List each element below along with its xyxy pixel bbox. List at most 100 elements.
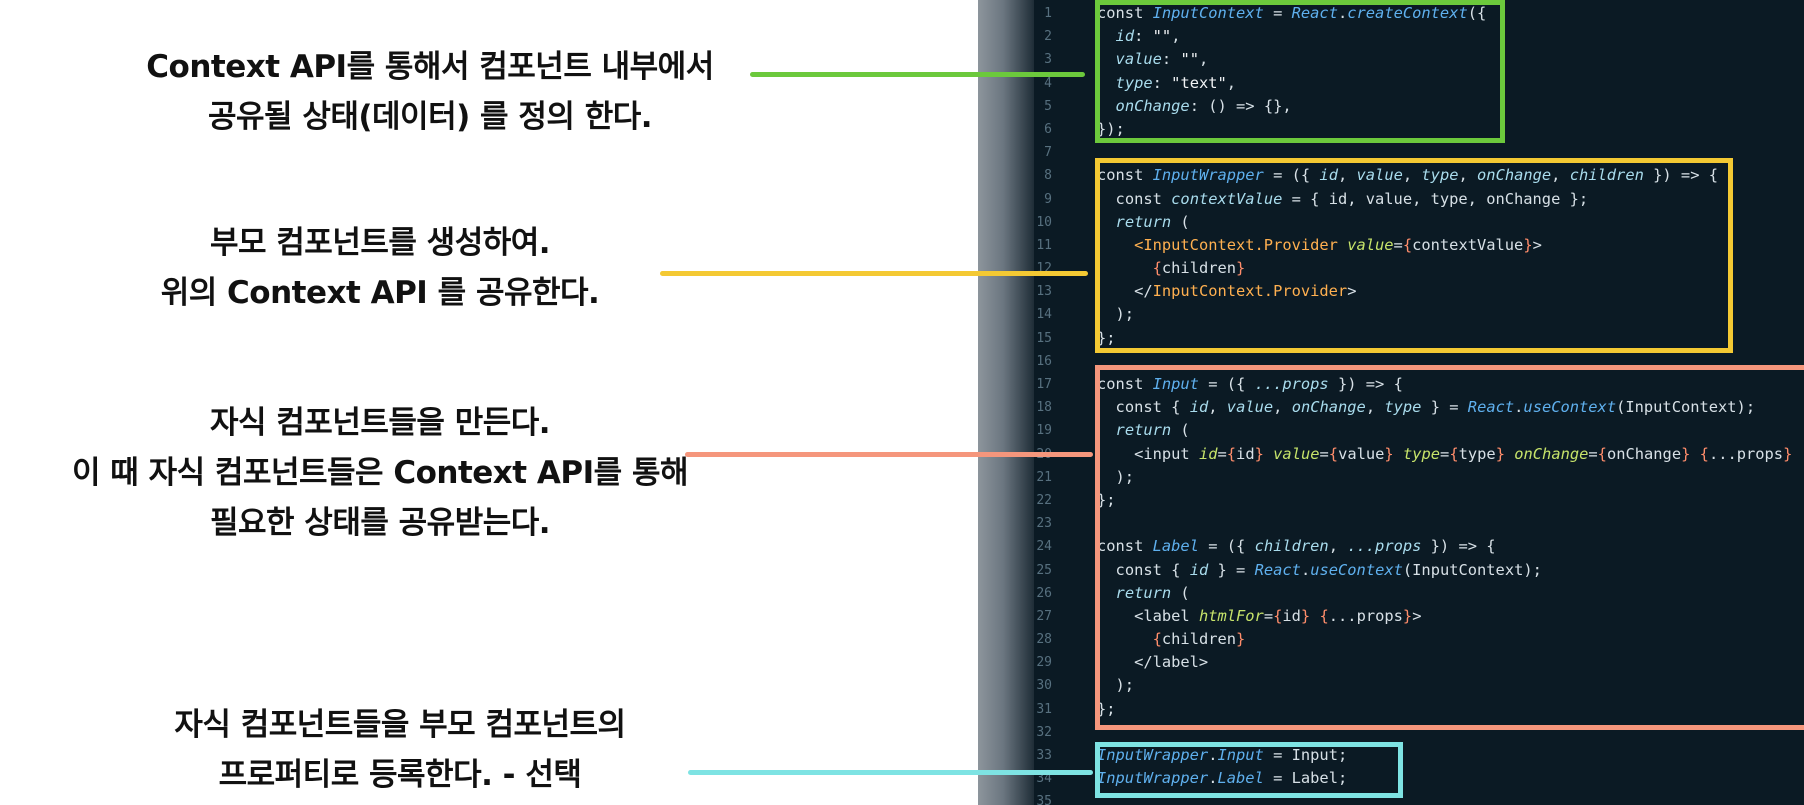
code-token: onChange	[1514, 444, 1589, 463]
code-line: 23	[978, 512, 1804, 535]
code-token: >	[1347, 282, 1357, 301]
annotation-wrapper: 부모 컴포넌트를 생성하여. 위의 Context API 를 공유한다.	[120, 218, 640, 318]
code-token: }	[1495, 444, 1505, 463]
code-token: } =	[1421, 398, 1468, 417]
annotation-line: 자식 컴포넌트들을 만든다.	[209, 405, 551, 441]
line-number: 14	[1036, 307, 1052, 323]
code-token: {	[1171, 398, 1190, 417]
code-token: =	[1263, 4, 1292, 22]
code-token: id	[1198, 444, 1218, 463]
code-token: type	[1402, 444, 1441, 463]
line-number: 33	[1036, 748, 1052, 763]
code-token: {	[1152, 630, 1162, 649]
code-token: const	[1097, 166, 1153, 185]
code-text: return (	[1097, 419, 1190, 442]
code-text: const { id } = React.useContext(InputCon…	[1097, 559, 1542, 582]
code-line: 10 return (	[978, 211, 1804, 234]
code-token: (	[1171, 212, 1190, 231]
code-line: 32	[978, 721, 1804, 744]
code-line: 35	[978, 790, 1804, 805]
code-text: );	[1097, 674, 1135, 697]
code-token: value	[1347, 235, 1394, 254]
code-token: value	[1338, 444, 1385, 463]
code-token: type	[1384, 398, 1422, 417]
line-number: 15	[1036, 330, 1052, 346]
highlight-box-context	[1095, 0, 1505, 143]
code-token: type	[1458, 444, 1496, 463]
highlight-box-children	[1095, 365, 1804, 730]
code-token: ...props	[1254, 375, 1329, 393]
code-line: 11 <InputContext.Provider value={context…	[978, 234, 1804, 257]
code-token: ""	[1180, 50, 1199, 69]
code-token: :	[1161, 50, 1181, 69]
code-line: 4 type: "text",	[978, 72, 1804, 95]
code-token: }	[1236, 259, 1246, 278]
code-line: 26 return (	[978, 582, 1804, 605]
code-token: .	[1514, 398, 1524, 417]
code-token: <label	[1097, 606, 1199, 625]
code-text: </label>	[1097, 651, 1208, 674]
line-number: 4	[1044, 75, 1052, 91]
connector-line-children	[685, 452, 1093, 457]
code-line: 6});	[978, 118, 1804, 141]
code-token: React	[1467, 398, 1515, 417]
code-text: InputWrapper.Label = Label;	[1097, 767, 1347, 790]
line-number: 5	[1044, 98, 1052, 114]
code-token: ,	[1551, 166, 1570, 185]
code-token: {	[1402, 235, 1413, 254]
code-token: value	[1115, 50, 1162, 69]
code-line: 19 return (	[978, 419, 1804, 442]
annotation-line: Context API를 통해서 컴포넌트 내부에서	[146, 49, 714, 85]
code-token: useContext	[1310, 560, 1403, 579]
code-text: const Input = ({ ...props }) => {	[1097, 373, 1403, 396]
code-text: <label htmlFor={id} {...props}>	[1097, 605, 1421, 628]
code-token: Input	[1152, 375, 1199, 393]
code-token: type	[1421, 166, 1459, 185]
code-token: }	[1236, 630, 1246, 649]
code-token: });	[1097, 119, 1125, 138]
code-line: 5 onChange: () => {},	[978, 95, 1804, 118]
code-token: const	[1097, 4, 1153, 22]
annotation-line: 자식 컴포넌트들을 부모 컴포넌트의	[174, 707, 626, 743]
code-token: = ({	[1198, 537, 1255, 556]
code-line: 28 {children}	[978, 628, 1804, 651]
code-line: 31};	[978, 698, 1804, 721]
code-token: ,	[1365, 398, 1385, 417]
code-token: ...props	[1328, 606, 1403, 625]
code-text: );	[1097, 466, 1135, 489]
code-token: (InputContext);	[1616, 398, 1756, 417]
code-line: 22};	[978, 489, 1804, 512]
code-line: 3 value: "",	[978, 48, 1804, 71]
code-token: id	[1115, 27, 1135, 46]
code-text: {children}	[1097, 257, 1246, 280]
line-number: 2	[1044, 29, 1052, 45]
code-line: 20 <input id={id} value={value} type={ty…	[978, 443, 1804, 466]
code-token: =	[1263, 606, 1274, 625]
code-text: });	[1097, 118, 1125, 141]
code-token: React	[1254, 560, 1301, 579]
code-token: InputWrapper	[1097, 746, 1209, 764]
code-text: </InputContext.Provider>	[1097, 280, 1356, 303]
code-token: Input	[1217, 746, 1264, 764]
annotation-line: 위의 Context API 를 공유한다.	[160, 275, 600, 311]
code-token: (	[1171, 421, 1190, 440]
code-token: .	[1208, 746, 1218, 764]
code-line: 27 <label htmlFor={id} {...props}>	[978, 605, 1804, 628]
code-token: children	[1161, 259, 1237, 278]
code-text: const InputContext = React.createContext…	[1097, 2, 1486, 25]
line-number: 31	[1036, 701, 1052, 717]
code-token: ,	[1458, 166, 1478, 185]
line-number: 6	[1044, 121, 1052, 137]
code-token: id	[1189, 398, 1209, 417]
code-token: {	[1226, 444, 1237, 463]
code-line: 21 );	[978, 466, 1804, 489]
code-line: 15};	[978, 327, 1804, 350]
code-token: =	[1588, 444, 1598, 463]
code-token: useContext	[1523, 398, 1617, 417]
code-token: InputContext	[1152, 4, 1264, 22]
code-token: );	[1097, 467, 1135, 486]
code-token: children	[1161, 630, 1237, 649]
